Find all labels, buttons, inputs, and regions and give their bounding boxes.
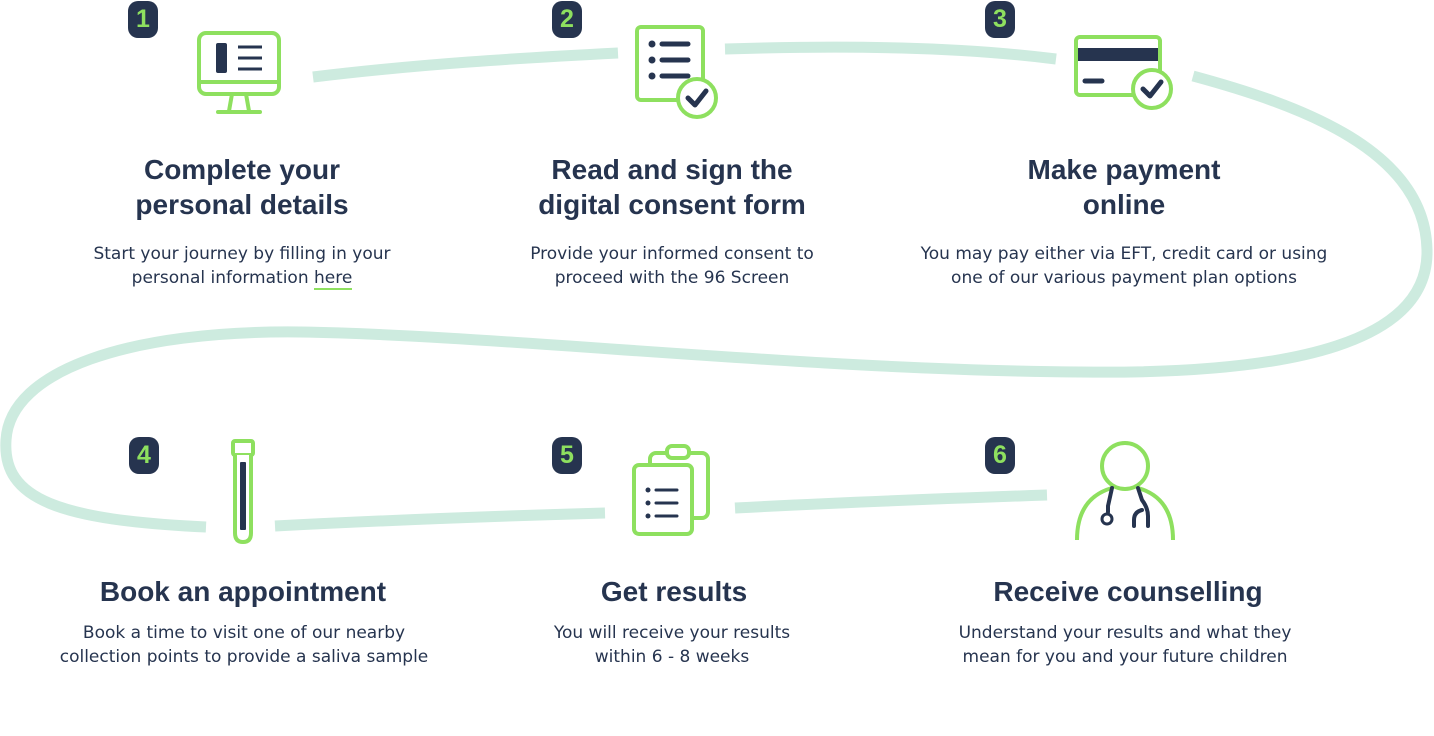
personal-details-link[interactable]: here xyxy=(314,268,353,290)
step-badge-6: 6 xyxy=(985,437,1015,474)
step-title: Get results xyxy=(600,576,748,607)
computer-monitor-icon xyxy=(197,31,281,114)
clipboard-list-icon xyxy=(632,444,710,536)
step-description: Start your journey by filling in your pe… xyxy=(93,244,391,290)
step-description: Provide your informed consent to proceed… xyxy=(530,244,814,288)
step-title: Book an appointment xyxy=(99,576,387,607)
path-segment-2-3 xyxy=(724,41,1057,65)
path-segment-4-5 xyxy=(274,507,606,532)
step-badge-2: 2 xyxy=(552,1,582,38)
step-badge-3: 3 xyxy=(985,1,1015,38)
step-badge-5: 5 xyxy=(552,437,582,474)
test-tube-icon xyxy=(231,439,255,545)
step-title: Receive counselling xyxy=(993,576,1263,607)
path-segment-1-2 xyxy=(312,47,619,83)
step-badge-4: 4 xyxy=(129,437,159,474)
step-description: You will receive your results within 6 -… xyxy=(553,623,791,667)
checklist-form-icon xyxy=(635,25,718,119)
step-description: Book a time to visit one of our nearby c… xyxy=(59,623,429,667)
step-description: Understand your results and what they me… xyxy=(958,623,1292,667)
credit-card-check-icon xyxy=(1074,35,1173,110)
path-segment-3-4 xyxy=(0,70,1433,533)
step-badge-1: 1 xyxy=(128,1,158,38)
path-segment-5-6 xyxy=(734,489,1048,514)
step-description: You may pay either via EFT, credit card … xyxy=(920,244,1328,288)
doctor-stethoscope-icon xyxy=(1075,441,1175,541)
